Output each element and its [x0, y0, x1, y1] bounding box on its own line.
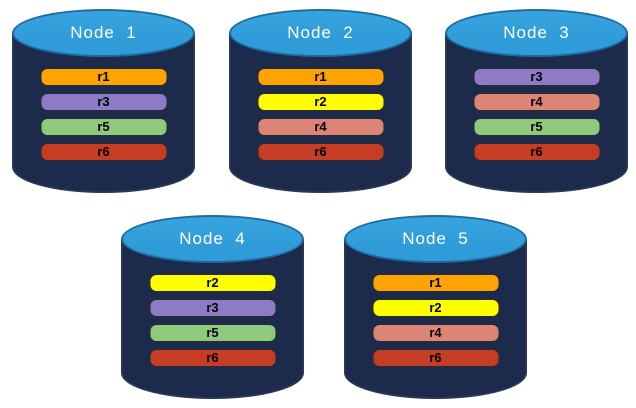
node-2-replica-list: r1 r2 r4 r6 [257, 68, 384, 161]
node-5-cylinder-top: Node 5 [344, 215, 527, 263]
replica-bar: r1 [257, 68, 384, 86]
node-2-cylinder: Node 2 r1 r2 r4 r6 [229, 9, 412, 193]
node-5-cylinder-body [344, 239, 527, 399]
replica-bar: r4 [372, 324, 499, 342]
replica-bar: r6 [473, 143, 600, 161]
node-1-cylinder-top: Node 1 [12, 9, 195, 57]
replica-bar: r4 [473, 93, 600, 111]
node-2-cylinder-body [229, 33, 412, 193]
replica-bar: r2 [372, 299, 499, 317]
replica-bar: r4 [257, 118, 384, 136]
replica-bar: r5 [473, 118, 600, 136]
replica-bar: r3 [473, 68, 600, 86]
node-2-title: Node 2 [287, 23, 354, 42]
replica-bar: r6 [257, 143, 384, 161]
node-2-cylinder-top: Node 2 [229, 9, 412, 57]
node-5-replica-list: r1 r2 r4 r6 [372, 274, 499, 367]
replica-bar: r6 [40, 143, 167, 161]
replica-bar: r6 [372, 349, 499, 367]
replica-bar: r2 [149, 274, 276, 292]
replica-bar: r3 [149, 299, 276, 317]
replica-bar: r6 [149, 349, 276, 367]
node-4-cylinder-body [121, 239, 304, 399]
node-3-replica-list: r3 r4 r5 r6 [473, 68, 600, 161]
node-1-replica-list: r1 r3 r5 r6 [40, 68, 167, 161]
replica-bar: r5 [40, 118, 167, 136]
replica-bar: r2 [257, 93, 384, 111]
node-3-cylinder-body [445, 33, 628, 193]
node-4-cylinder-top: Node 4 [121, 215, 304, 263]
node-5-cylinder: Node 5 r1 r2 r4 r6 [344, 215, 527, 399]
node-3-title: Node 3 [503, 23, 570, 42]
node-1-cylinder: Node 1 r1 r3 r5 r6 [12, 9, 195, 193]
node-4-title: Node 4 [179, 229, 246, 248]
node-4-replica-list: r2 r3 r5 r6 [149, 274, 276, 367]
replica-bar: r1 [40, 68, 167, 86]
node-3-cylinder-top: Node 3 [445, 9, 628, 57]
node-4-cylinder: Node 4 r2 r3 r5 r6 [121, 215, 304, 399]
replica-bar: r5 [149, 324, 276, 342]
replica-bar: r1 [372, 274, 499, 292]
node-3-cylinder: Node 3 r3 r4 r5 r6 [445, 9, 628, 193]
replica-bar: r3 [40, 93, 167, 111]
node-1-cylinder-body [12, 33, 195, 193]
node-5-title: Node 5 [402, 229, 469, 248]
node-1-title: Node 1 [70, 23, 137, 42]
